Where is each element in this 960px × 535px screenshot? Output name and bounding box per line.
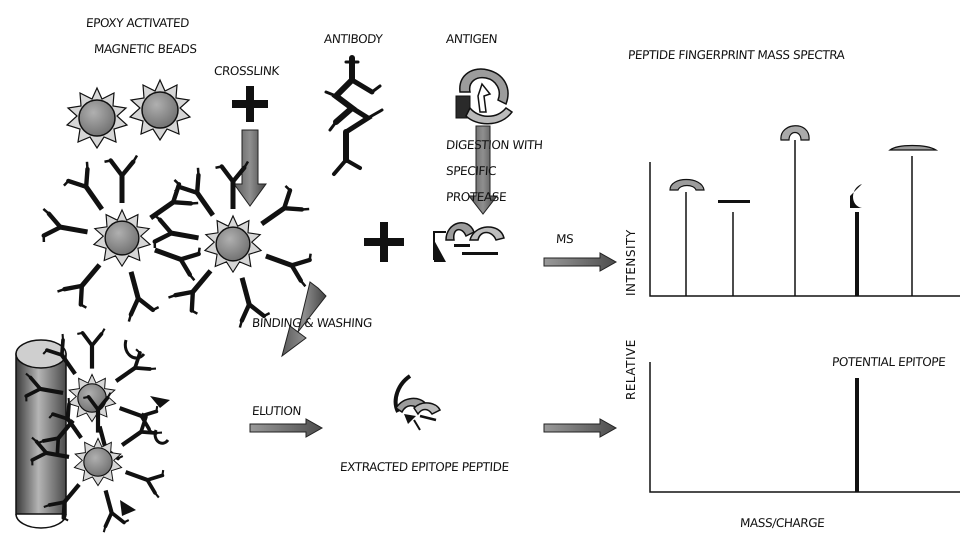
- plus-sign-icon: [364, 222, 404, 262]
- y-axis-label-intensity: INTENSITY: [624, 229, 638, 296]
- antibody-label: ANTIBODY: [323, 32, 382, 47]
- digestion-label-line1: DIGESTION WITH: [445, 138, 543, 153]
- top-spectrum: [650, 140, 960, 296]
- x-axis-label: MASS/CHARGE: [739, 516, 824, 531]
- crosslink-label: CROSSLINK: [213, 64, 279, 79]
- peak-marker-icon: [670, 126, 936, 208]
- spectra-title: PEPTIDE FINGERPRINT MASS SPECTRA: [627, 48, 845, 63]
- magnetic-bead-icon: [67, 80, 190, 148]
- elution-label: ELUTION: [251, 404, 301, 419]
- peptide-fragments-icon: [434, 223, 504, 262]
- beads-label-line1: EPOXY ACTIVATED: [85, 16, 189, 31]
- digestion-label-line3: PROTEASE: [445, 190, 506, 205]
- extracted-peptide-icon: [396, 376, 440, 430]
- y-axis-label-relative: RELATIVE: [624, 339, 638, 400]
- elution-arrow-icon: [250, 419, 322, 437]
- magnet-cylinder-icon: [16, 340, 66, 528]
- ms-label: MS: [555, 232, 573, 247]
- digestion-label-line2: SPECIFIC: [445, 164, 496, 179]
- beads-label-line2: MAGNETIC BEADS: [93, 42, 197, 57]
- binding-washing-label: BINDING & WASHING: [251, 316, 372, 331]
- ms-arrow-icon: [544, 253, 616, 271]
- antibody-icon: [326, 58, 382, 174]
- down-arrow-icon: [234, 130, 266, 206]
- bottom-spectrum: [650, 362, 960, 492]
- antibody-coated-bead-icon: [38, 156, 317, 328]
- antigen-label: ANTIGEN: [445, 32, 497, 47]
- antigen-icon: [456, 69, 512, 124]
- extracted-peptide-label: EXTRACTED EPITOPE PEPTIDE: [339, 460, 509, 475]
- potential-epitope-label: POTENTIAL EPITOPE: [831, 355, 945, 370]
- plus-sign-icon: [232, 86, 268, 122]
- ms-arrow-icon-lower: [544, 419, 616, 437]
